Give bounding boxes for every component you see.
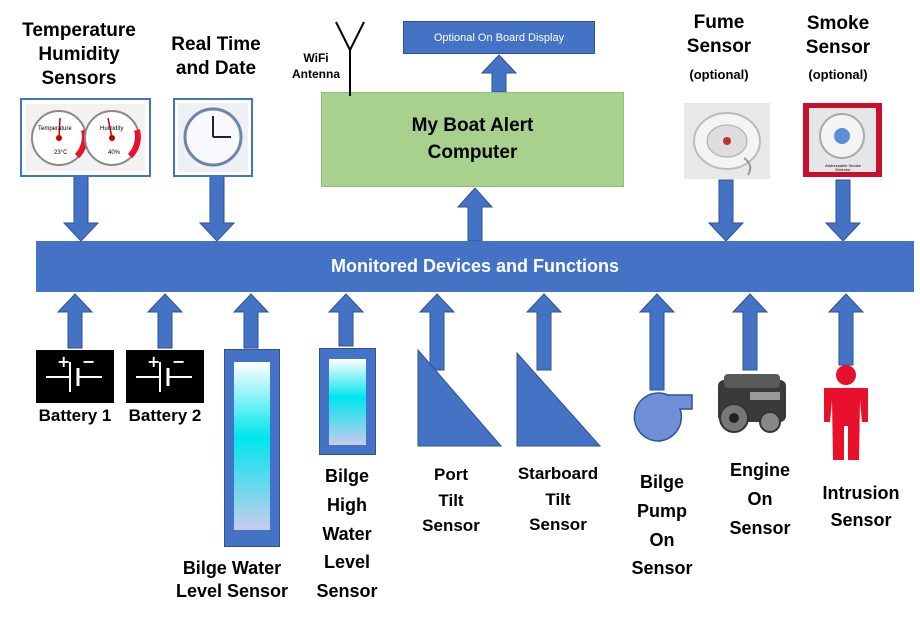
clock-panel bbox=[173, 98, 253, 177]
antenna-label: WiFi Antenna bbox=[292, 51, 340, 81]
computer-label: My Boat Alert Computer bbox=[411, 114, 534, 163]
svg-text:−: − bbox=[82, 352, 95, 371]
arrow-bilge-pump-up bbox=[638, 293, 676, 391]
arrow-port-tilt-up bbox=[418, 293, 456, 371]
smoke-sensor-icon bbox=[803, 103, 882, 177]
arrow-computer-to-display bbox=[480, 54, 518, 93]
gauge2-reading: 40% bbox=[108, 150, 121, 156]
battery2-label: Battery 2 bbox=[128, 406, 202, 425]
svg-text:+: + bbox=[147, 352, 160, 371]
arrow-engine-up bbox=[731, 293, 769, 371]
bus-label: Monitored Devices and Functions bbox=[330, 256, 620, 276]
battery1-label: Battery 1 bbox=[38, 406, 112, 425]
arrow-battery2-up bbox=[146, 293, 184, 349]
optional-display-box: Optional On Board Display bbox=[403, 21, 595, 54]
arrow-battery1-up bbox=[56, 293, 94, 349]
starboard-tilt-label: Starboard Tilt Sensor bbox=[517, 464, 599, 534]
intrusion-person-icon bbox=[824, 365, 868, 460]
temp-humidity-gauges: Temperature Humidity 23°C 40% bbox=[20, 98, 151, 177]
engine-label: Engine On Sensor bbox=[729, 460, 791, 538]
arrow-intrusion-up bbox=[827, 293, 865, 366]
smoke-plate-text: Addressable Smoke Detector bbox=[825, 163, 861, 173]
bilge-pump-label: Bilge Pump On Sensor bbox=[631, 472, 693, 579]
smoke-label: Smoke Sensor bbox=[805, 13, 871, 58]
intrusion-label: Intrusion Sensor bbox=[822, 483, 900, 530]
clock-label: Real Time and Date bbox=[171, 34, 261, 79]
bilge-high-sensor-icon bbox=[319, 348, 376, 455]
bilge-pump-icon bbox=[633, 392, 693, 442]
fume-sublabel: (optional) bbox=[689, 67, 749, 82]
arrow-clock-down bbox=[198, 175, 236, 242]
boat-alert-computer: My Boat Alert Computer bbox=[321, 92, 624, 187]
clock-icon bbox=[178, 103, 248, 172]
wifi-antenna-icon bbox=[335, 21, 365, 96]
port-tilt-icon bbox=[417, 349, 503, 447]
gauge1-reading: 23°C bbox=[54, 150, 68, 156]
fume-label: Fume Sensor bbox=[686, 12, 752, 57]
bilge-level-sensor-icon bbox=[224, 349, 280, 547]
gauge1-title: Temperature bbox=[38, 126, 72, 132]
battery2-icon: + − bbox=[126, 350, 204, 403]
svg-text:+: + bbox=[57, 352, 70, 371]
svg-text:−: − bbox=[172, 352, 185, 371]
bilge-high-label: Bilge High Water Level Sensor bbox=[316, 466, 378, 602]
gauge-icons bbox=[26, 104, 145, 171]
arrow-starboard-tilt-up bbox=[525, 293, 563, 371]
temp-humidity-label: Temperature Humidity Sensors bbox=[22, 20, 136, 89]
arrow-bilge-level-up bbox=[232, 293, 270, 349]
port-tilt-label: Port Tilt Sensor bbox=[422, 465, 480, 535]
fume-sensor-icon bbox=[684, 103, 770, 179]
starboard-tilt-icon bbox=[516, 352, 602, 447]
arrow-bus-to-computer bbox=[456, 187, 494, 242]
arrow-fume-down bbox=[707, 179, 745, 242]
display-label: Optional On Board Display bbox=[433, 31, 565, 44]
gauge2-title: Humidity bbox=[100, 126, 124, 132]
bilge-level-label: Bilge Water Level Sensor bbox=[175, 558, 289, 601]
arrow-smoke-down bbox=[824, 179, 862, 242]
smoke-sublabel: (optional) bbox=[808, 67, 868, 82]
arrow-bilge-high-up bbox=[327, 293, 365, 347]
arrow-temp-down bbox=[62, 175, 100, 242]
engine-icon bbox=[718, 374, 786, 433]
battery1-icon: + − bbox=[36, 350, 114, 403]
monitored-devices-bus: Monitored Devices and Functions bbox=[36, 241, 914, 292]
